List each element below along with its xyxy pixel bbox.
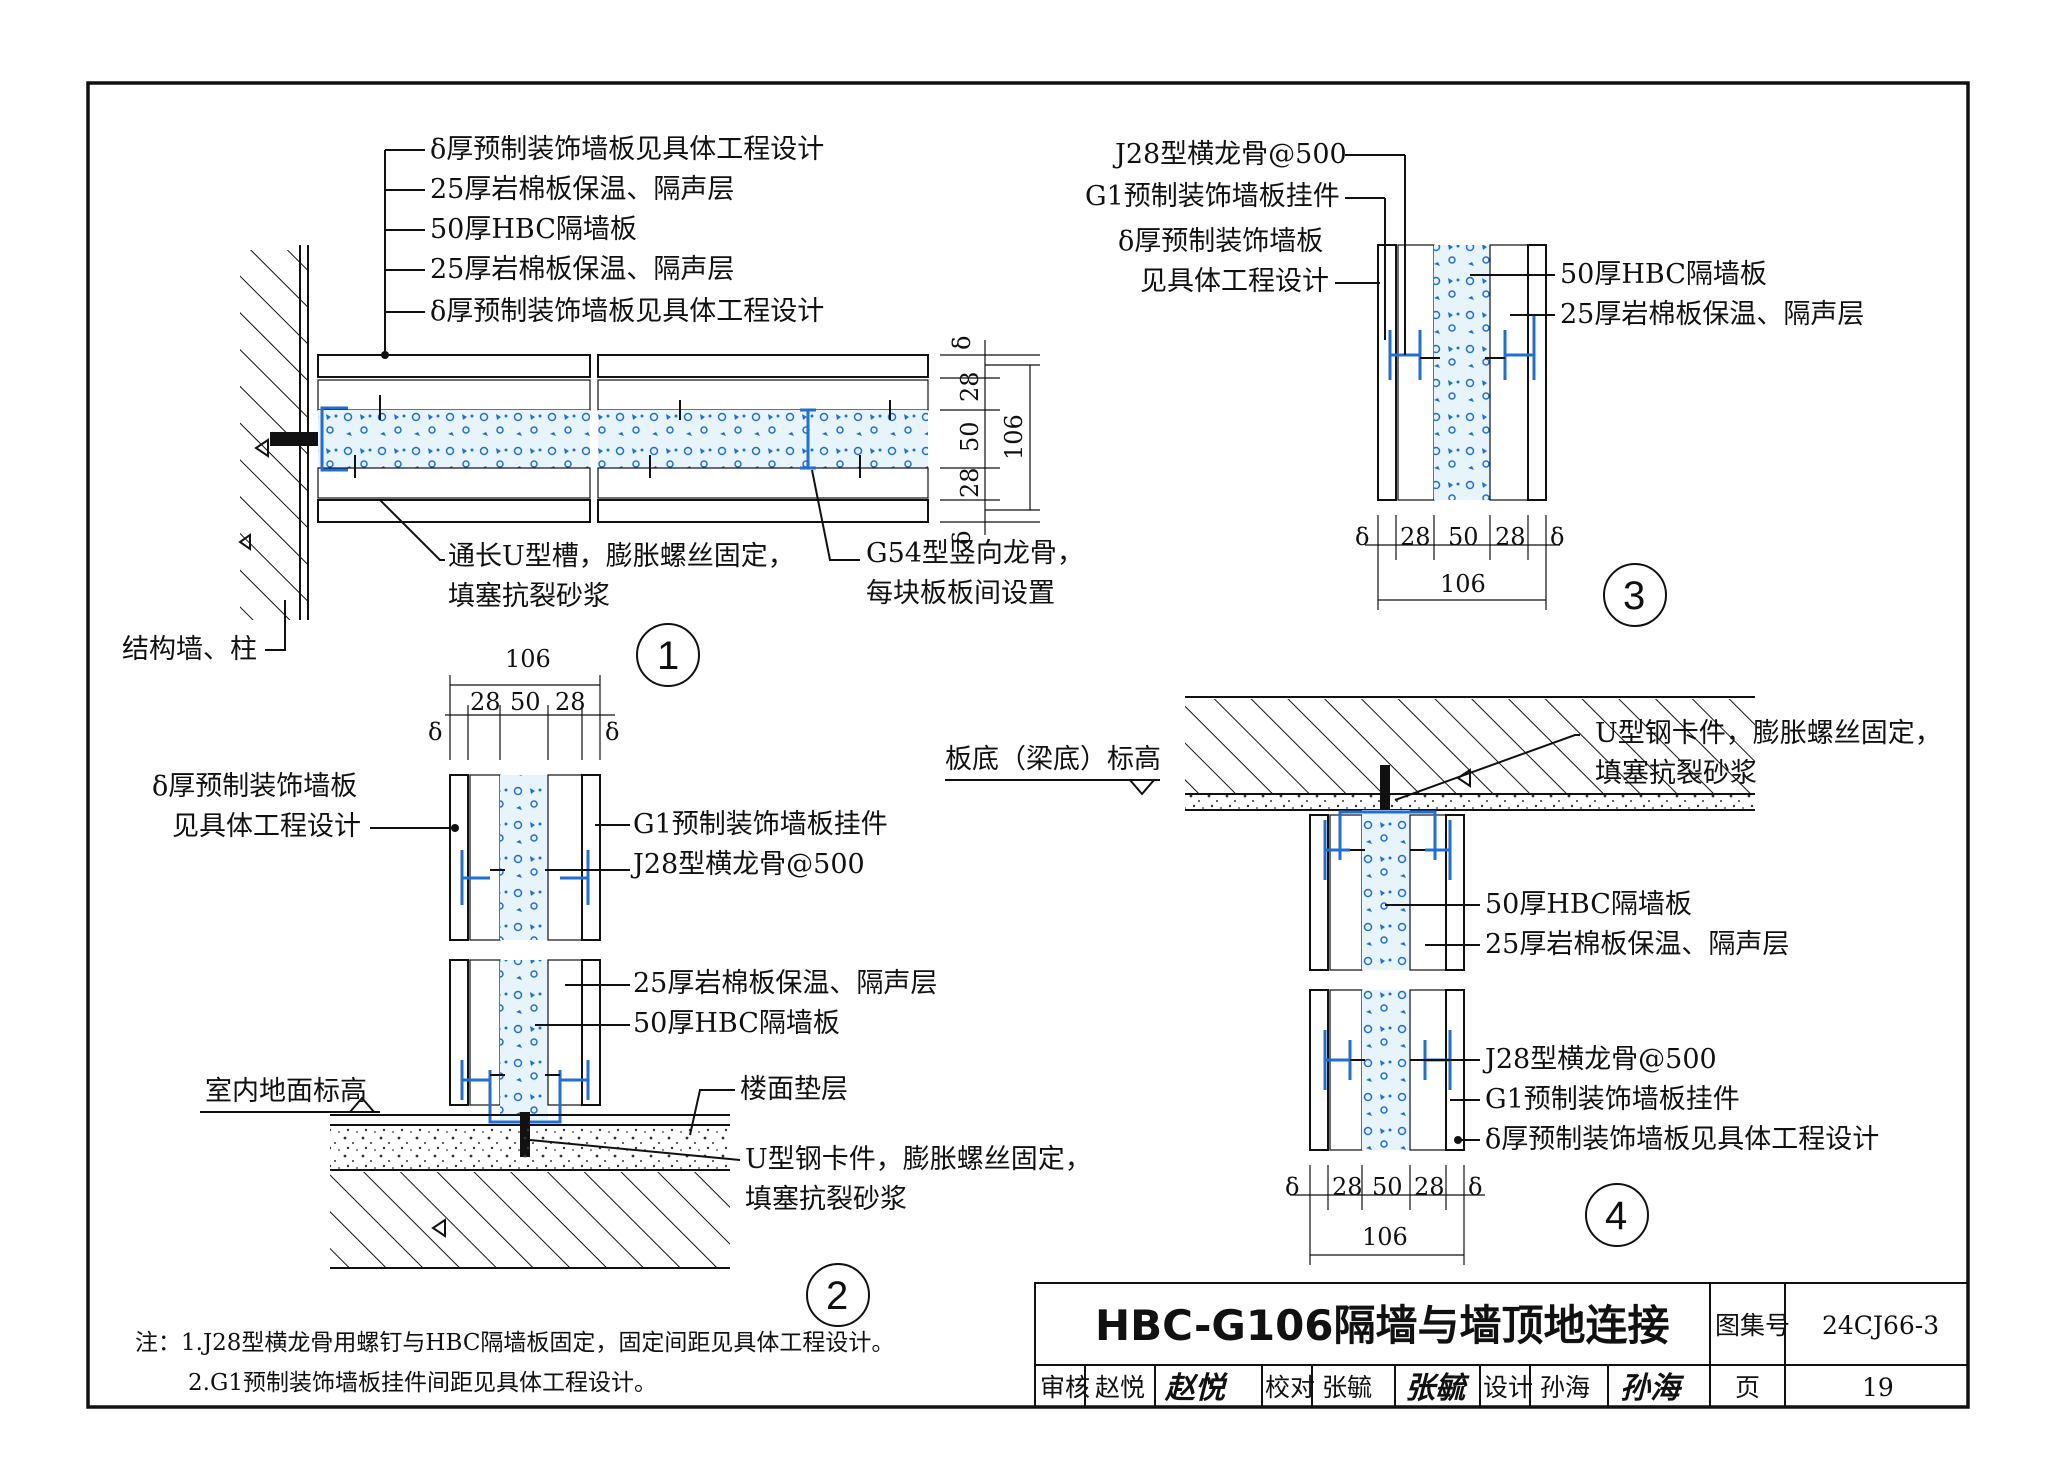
d4-hbc: 50厚HBC隔墙板 — [1485, 889, 1692, 920]
d1-callout-2: 50厚HBC隔墙板 — [430, 214, 637, 245]
d4-j28: J28型横龙骨@500 — [1482, 1044, 1717, 1075]
detail-1: δ 28 50 28 δ 106 δ厚预制装饰墙板见具体工程设计 25厚岩棉板保… — [122, 134, 1084, 687]
d1-callout-4: δ厚预制装饰墙板见具体工程设计 — [430, 296, 824, 327]
d3-dim-106: 106 — [1440, 570, 1486, 598]
dims-1: δ 28 50 28 δ 106 — [940, 336, 1040, 545]
d4-ceiling-label: 板底（梁底）标高 — [945, 744, 1161, 775]
d3-j28: J28型横龙骨@500 — [1112, 139, 1347, 170]
d4-rock: 25厚岩棉板保温、隔声层 — [1485, 929, 1789, 960]
d3-dim-28-right: 28 — [1495, 523, 1526, 551]
dim1-106: 106 — [1000, 414, 1028, 460]
designer-name: 孙海 — [1540, 1373, 1590, 1402]
d3-dim-delta-left: δ — [1355, 523, 1369, 551]
d2-j28-label: J28型横龙骨@500 — [630, 849, 865, 880]
d2-dim-50: 50 — [510, 688, 541, 716]
check-label: 校对 — [1265, 1373, 1315, 1402]
checker-signature: 张毓 — [1405, 1371, 1470, 1406]
dim1-delta-top: δ — [948, 336, 976, 350]
d4-dim-50: 50 — [1372, 1173, 1403, 1201]
d4-u-steel-line1: U型钢卡件，膨胀螺丝固定， — [1595, 718, 1942, 749]
d4-panel: δ厚预制装饰墙板见具体工程设计 — [1485, 1124, 1879, 1155]
d2-u-steel-line2: 填塞抗裂砂浆 — [745, 1184, 907, 1215]
d4-wall-upper — [1309, 765, 1465, 971]
d3-rock: 25厚岩棉板保温、隔声层 — [1560, 299, 1864, 330]
dim1-28-bottom: 28 — [956, 467, 984, 498]
d3-dim-50: 50 — [1448, 523, 1479, 551]
d2-u-steel-line1: U型钢卡件，膨胀螺丝固定， — [745, 1144, 1092, 1175]
d3-hbc: 50厚HBC隔墙板 — [1560, 259, 1767, 290]
note-1: 注：1.J28型横龙骨用螺钉与HBC隔墙板固定，固定间距见具体工程设计。 — [135, 1330, 894, 1356]
d4-dim-106: 106 — [1362, 1223, 1408, 1251]
d2-dim-28-left: 28 — [470, 688, 501, 716]
d4-dim-28-right: 28 — [1414, 1173, 1445, 1201]
page-label: 页 — [1735, 1373, 1760, 1402]
d1-callout-1: 25厚岩棉板保温、隔声层 — [430, 174, 734, 205]
d2-dim-28-right: 28 — [555, 688, 586, 716]
d3-dim-28-left: 28 — [1400, 523, 1431, 551]
d4-g1: G1预制装饰墙板挂件 — [1485, 1084, 1740, 1115]
wall-section-1 — [270, 354, 929, 523]
drawing-title: HBC-G106隔墙与墙顶地连接 — [1095, 1301, 1670, 1350]
reviewer-signature: 赵悦 — [1164, 1371, 1228, 1406]
dim1-50: 50 — [956, 421, 984, 452]
title-block: HBC-G106隔墙与墙顶地连接 图集号 24CJ66-3 审核 赵悦 赵悦 校… — [1034, 1282, 1969, 1408]
detail-3: J28型横龙骨@500 G1预制装饰墙板挂件 δ厚预制装饰墙板 见具体工程设计 … — [1085, 139, 1864, 627]
d3-wall — [1377, 244, 1547, 501]
dims-3: δ 28 50 28 δ 106 — [1355, 515, 1564, 610]
d2-floor-pad: 楼面垫层 — [740, 1074, 848, 1105]
d2-rock-label: 25厚岩棉板保温、隔声层 — [633, 968, 937, 999]
d4-dim-delta-left: δ — [1285, 1173, 1299, 1201]
detail-4: 板底（梁底）标高 U型钢卡件，膨胀螺丝固定， 填塞抗裂砂浆 50厚HBC隔墙板 … — [945, 696, 1942, 1265]
note-2: 2.G1预制装饰墙板挂件间距见具体工程设计。 — [188, 1370, 657, 1396]
d2-left-label-1: δ厚预制装饰墙板 — [152, 771, 357, 802]
sheet-frame — [86, 81, 1970, 1409]
d1-callout-0: δ厚预制装饰墙板见具体工程设计 — [430, 134, 824, 165]
d4-wall-lower — [1309, 989, 1465, 1151]
detail-2-number: 2 — [826, 1274, 848, 1318]
d2-g1-label: G1预制装饰墙板挂件 — [633, 809, 888, 840]
d2-hbc-label: 50厚HBC隔墙板 — [633, 1008, 840, 1039]
dims-4: δ 28 50 28 δ 106 — [1285, 1165, 1485, 1265]
dim1-28-top: 28 — [956, 371, 984, 402]
atlas-number: 24CJ66-3 — [1822, 1311, 1939, 1340]
atlas-label: 图集号 — [1715, 1311, 1790, 1340]
d2-wall-upper — [449, 774, 601, 941]
d2-dim-delta-left: δ — [428, 718, 442, 746]
d3-left-label-1: δ厚预制装饰墙板 — [1118, 226, 1323, 257]
d1-g54-line1: G54型竖向龙骨， — [866, 538, 1084, 569]
detail-3-number: 3 — [1623, 574, 1645, 618]
page-number: 19 — [1862, 1373, 1894, 1402]
d2-left-label-2: 见具体工程设计 — [172, 811, 361, 842]
reviewer-name: 赵悦 — [1095, 1373, 1145, 1402]
detail-4-number: 4 — [1605, 1194, 1627, 1238]
d1-g54-line2: 每块板板间设置 — [866, 578, 1055, 609]
d1-u-channel-line2: 填塞抗裂砂浆 — [448, 581, 610, 612]
d1-struct-wall: 结构墙、柱 — [122, 634, 257, 665]
review-label: 审核 — [1040, 1373, 1090, 1402]
d2-dim-106: 106 — [505, 645, 551, 673]
d4-dim-28-left: 28 — [1332, 1173, 1363, 1201]
designer-signature: 孙海 — [1620, 1371, 1685, 1406]
d1-callout-3: 25厚岩棉板保温、隔声层 — [430, 254, 734, 285]
detail-2: 106 28 50 28 δ δ — [152, 645, 1092, 1327]
d3-g1: G1预制装饰墙板挂件 — [1085, 181, 1340, 212]
dim1-delta-bottom: δ — [948, 531, 976, 545]
d2-dim-delta-right: δ — [605, 718, 619, 746]
d3-left-label-2: 见具体工程设计 — [1140, 266, 1329, 297]
d2-floor-level: 室内地面标高 — [205, 1076, 367, 1107]
design-label: 设计 — [1483, 1373, 1533, 1402]
d2-floor — [330, 1114, 730, 1269]
checker-name: 张毓 — [1322, 1373, 1372, 1402]
d4-u-steel-line2: 填塞抗裂砂浆 — [1595, 758, 1757, 789]
d1-u-channel-line1: 通长U型槽，膨胀螺丝固定， — [448, 541, 795, 572]
detail-1-number: 1 — [657, 634, 679, 678]
d3-dim-delta-right: δ — [1550, 523, 1564, 551]
d4-dim-delta-right: δ — [1468, 1173, 1482, 1201]
